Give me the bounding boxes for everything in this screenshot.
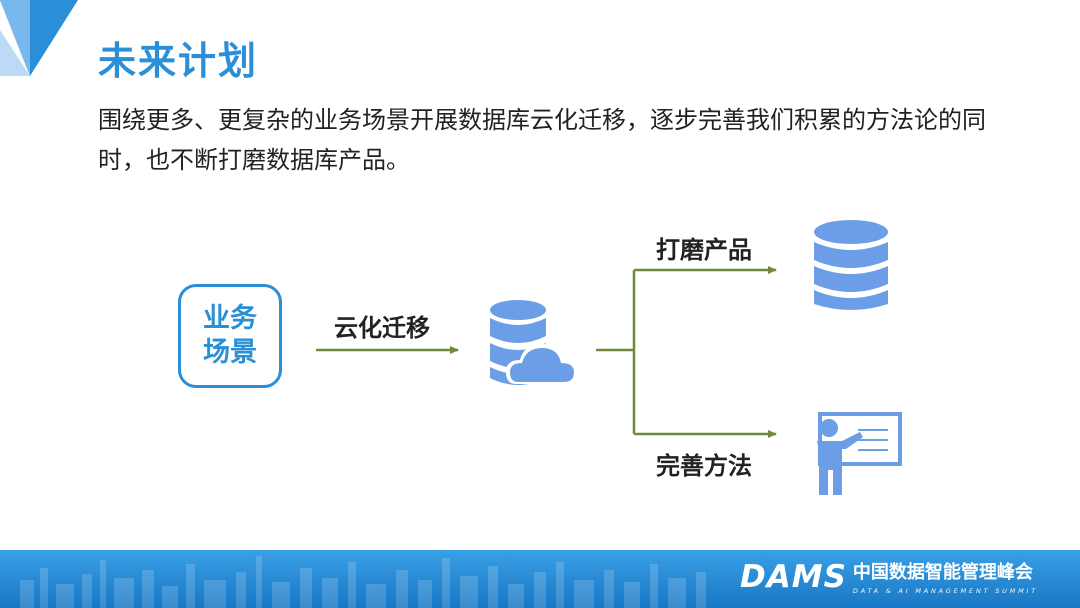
skyline-decoration (20, 556, 706, 608)
dams-logo: DAMS (740, 559, 847, 595)
box-line-2: 场景 (203, 337, 257, 368)
intro-paragraph: 围绕更多、更复杂的业务场景开展数据库云化迁移，逐步完善我们积累的方法论的同时，也… (98, 106, 986, 174)
label-cloud-migration: 云化迁移 (334, 314, 430, 342)
dams-brand: DAMS 中国数据智能管理峰会 DATA & AI MANAGEMENT SUM… (740, 560, 1038, 600)
summit-name: 中国数据智能管理峰会 (852, 562, 1033, 583)
label-improve-method: 完善方法 (656, 452, 752, 480)
database-icon (814, 220, 888, 310)
box-line-1: 业务 (203, 303, 257, 334)
flow-diagram (316, 220, 902, 495)
database-cloud-icon (490, 300, 578, 385)
presenter-board-icon (817, 412, 902, 495)
business-scenario-box: 业务 场景 (178, 284, 282, 388)
label-polish-product: 打磨产品 (656, 236, 752, 264)
summit-subtitle: DATA & AI MANAGEMENT SUMMIT (852, 587, 1039, 595)
footer-banner (0, 550, 1080, 608)
corner-triangle-logo (0, 0, 78, 76)
slide-title: 未来计划 (98, 39, 259, 83)
